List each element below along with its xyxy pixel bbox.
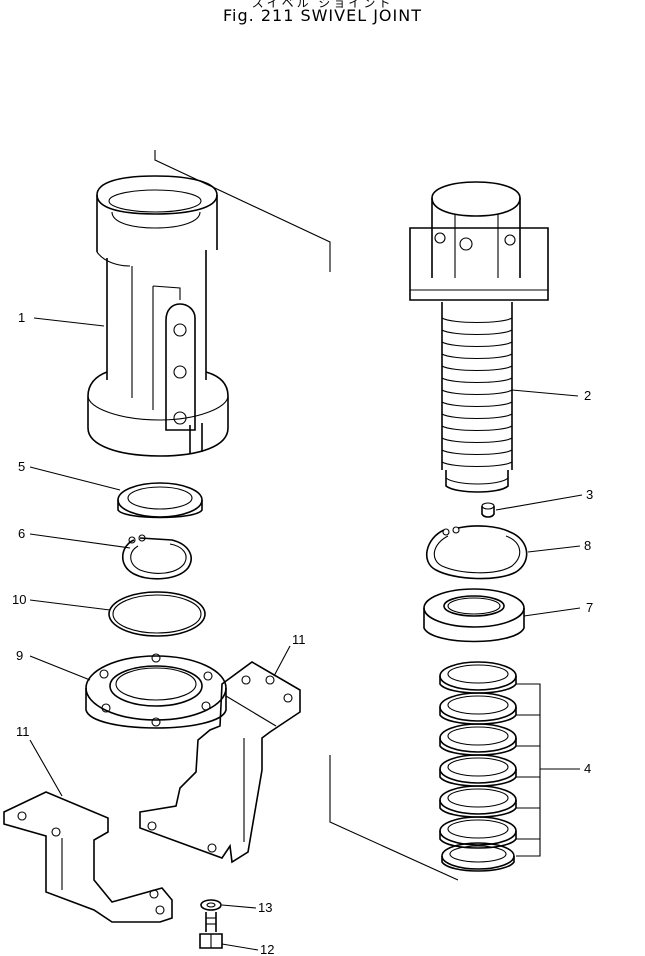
callout-4: 4 [584,761,591,776]
callout-5: 5 [18,459,25,474]
seal-ring [439,723,517,756]
assembly-guide-lines [154,150,459,881]
part-12-bolt [199,912,223,949]
seal-ring [439,754,517,787]
callout-13: 13 [258,900,272,915]
leader-lines [29,317,583,951]
part-10-o-ring [108,591,206,637]
part-7-bearing-ring [423,588,525,643]
part-8-snap-ring [425,525,528,580]
figure-title: Fig. 211 SWIVEL JOINT [223,6,422,25]
part-11-bracket-left [3,791,173,923]
callout-11-right: 11 [292,632,306,647]
callout-2: 2 [584,388,591,403]
part-5-ring [117,482,203,519]
callout-12: 12 [260,942,274,956]
part-6-snap-ring [121,534,192,580]
seal-ring [441,842,515,872]
part-13-washer [200,899,222,911]
part-1-swivel-body [87,175,229,457]
part-2-swivel-shaft [409,181,549,493]
seal-ring [439,785,517,818]
shaft-groove-rings [441,317,513,467]
part-3-plug [481,502,495,518]
figure-title-japanese: スイベル ジョイント [251,0,394,10]
seal-ring [439,661,517,694]
callout-labels: 1 2 3 4 5 6 7 8 9 10 11 11 12 13 [12,310,593,956]
part-11-bracket-right [139,661,301,864]
callout-7: 7 [586,600,593,615]
callout-1: 1 [18,310,25,325]
part-4-seal-rings [439,661,541,872]
callout-11-left: 11 [16,724,30,739]
callout-6: 6 [18,526,25,541]
seal-ring [439,692,517,725]
seal-ring [439,816,517,849]
callout-8: 8 [584,538,591,553]
callout-9: 9 [16,648,23,663]
callout-10: 10 [12,592,26,607]
part-9-flange [85,653,227,729]
callout-3: 3 [586,487,593,502]
